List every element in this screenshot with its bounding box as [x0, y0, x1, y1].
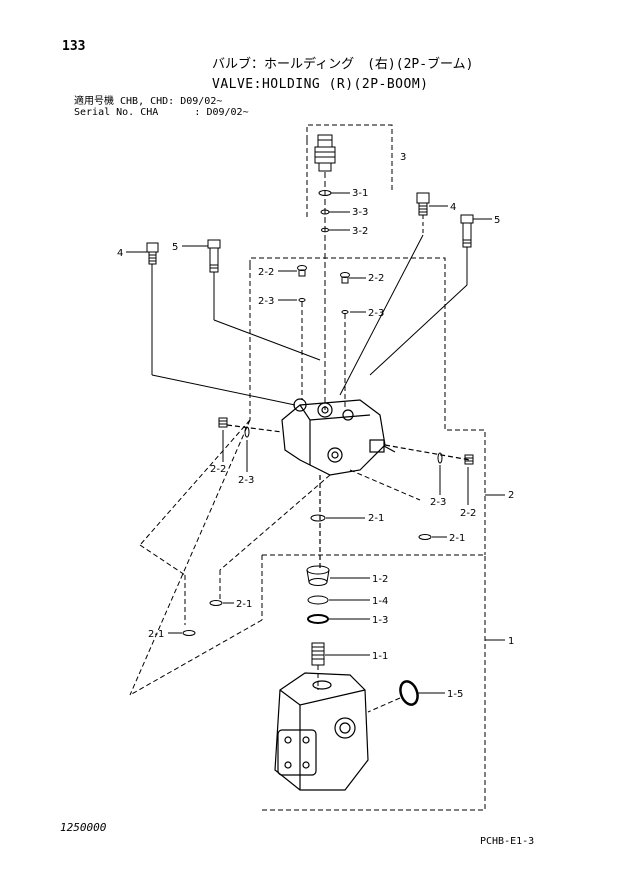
callout-2-3-d: 2-3: [430, 497, 446, 508]
callout-2-2-d: 2-2: [460, 508, 476, 519]
part-4-bolt-left: [146, 242, 296, 406]
callout-1-1: 1-1: [372, 651, 388, 662]
callout-2-1-b: 2-1: [449, 533, 465, 544]
part-1-1-spring: [311, 642, 325, 690]
callout-4-left: 4: [117, 248, 123, 259]
part-1-2-piston: [306, 565, 330, 586]
callout-2-1-a: 2-1: [368, 513, 384, 524]
callout-1-3: 1-3: [372, 615, 388, 626]
part-2-2-plug-a: [297, 265, 307, 277]
serial-line-1: 適用号機 CHB, CHD: D09/02~: [74, 96, 223, 107]
footer-code-left: 1250000: [60, 821, 107, 834]
part-2-3-ring-b: [341, 310, 349, 314]
part-2-2-plug-b: [340, 272, 350, 284]
part-1-check-body: [274, 672, 369, 791]
part-2-1-ring-b: [418, 534, 432, 540]
callout-1: 1: [508, 636, 514, 647]
part-3-cartridge: [314, 134, 336, 172]
callout-3-1: 3-1: [352, 188, 368, 199]
group-2-boundary: [139, 257, 486, 625]
part-2-valve-body: [226, 398, 471, 570]
callout-3-2: 3-2: [352, 226, 368, 237]
part-4-bolt-right: [339, 192, 430, 396]
part-5-bolt-right: [369, 214, 474, 376]
callout-5-left: 5: [172, 242, 178, 253]
part-2-1-ring-a: [310, 514, 326, 522]
callout-3-3: 3-3: [352, 207, 368, 218]
callout-2-3-b: 2-3: [368, 308, 384, 319]
callout-2-3-c: 2-3: [238, 475, 254, 486]
callout-2: 2: [508, 490, 514, 501]
callout-2-2-a: 2-2: [258, 267, 274, 278]
part-2-3-ring-d: [437, 452, 443, 464]
callout-5-right: 5: [494, 215, 500, 226]
part-2-2-plug-c: [218, 417, 228, 428]
leader-lines: [126, 192, 505, 694]
part-1-4-ring: [307, 595, 329, 605]
part-1-3-ring: [307, 614, 329, 624]
callout-2-2-c: 2-2: [210, 464, 226, 475]
group-3-boundary: [306, 124, 393, 220]
callout-3: 3: [400, 152, 406, 163]
part-2-1-ring-c: [209, 600, 223, 606]
part-1-5-ring: [399, 680, 419, 706]
callout-1-2: 1-2: [372, 574, 388, 585]
group-1-boundary: [129, 419, 486, 811]
callout-4-right: 4: [450, 202, 456, 213]
callout-1-4: 1-4: [372, 596, 388, 607]
page-number: 133: [62, 39, 86, 54]
part-2-3-ring-a: [298, 298, 306, 302]
part-2-3-ring-c: [244, 426, 250, 438]
footer-code-right: PCHB-E1-3: [480, 836, 535, 847]
part-2-1-ring-d: [182, 630, 196, 636]
title-english: VALVE:HOLDING (R)(2P-BOOM): [212, 77, 429, 92]
callout-2-1-d: 2-1: [148, 629, 164, 640]
callout-2-1-c: 2-1: [236, 599, 252, 610]
callout-1-5: 1-5: [447, 689, 463, 700]
callout-2-2-b: 2-2: [368, 273, 384, 284]
serial-line-2: Serial No. CHA : D09/02~: [74, 107, 249, 118]
title-japanese: バルブ：ホールディング (右)(2P-ブーム): [212, 57, 474, 72]
callout-2-3-a: 2-3: [258, 296, 274, 307]
